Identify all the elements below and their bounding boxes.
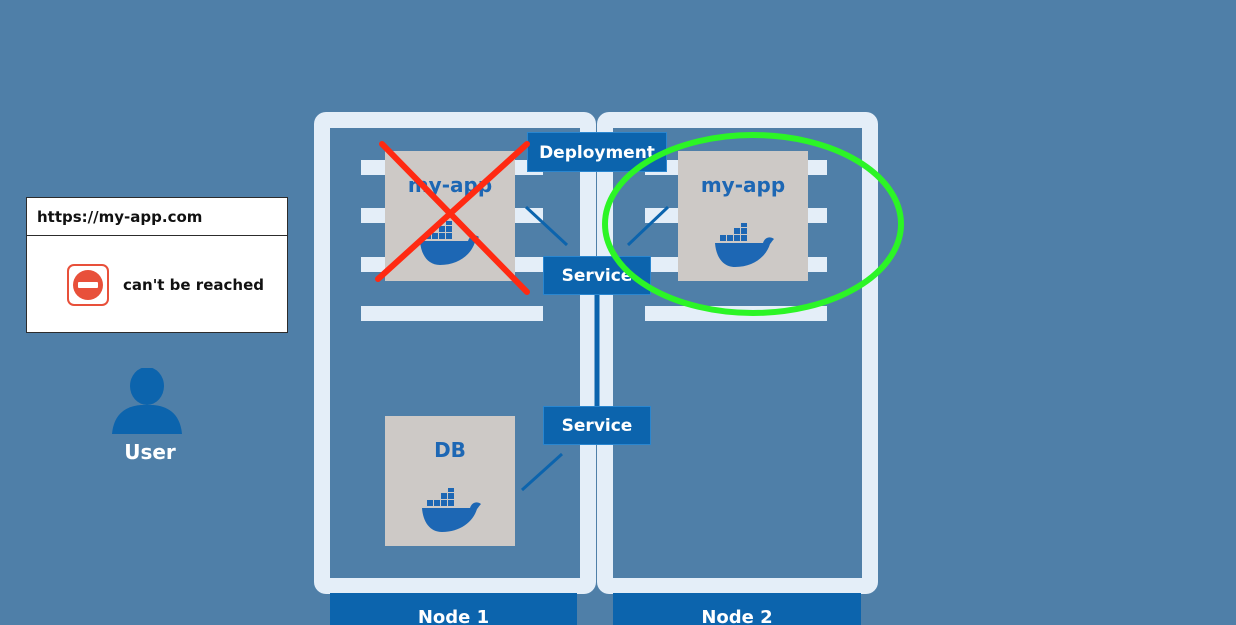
failed-app-label: my-app — [407, 173, 493, 197]
error-message: can't be reached — [123, 276, 264, 294]
node-1-rail — [361, 306, 543, 321]
node-1-label: Node 1 — [330, 593, 577, 625]
browser-window: https://my-app.com can't be reached — [26, 197, 288, 333]
deployment-tag: Deployment — [527, 132, 667, 172]
node-2-rail — [645, 306, 827, 321]
browser-url: https://my-app.com — [27, 198, 287, 236]
service-tag-app: Service — [543, 256, 651, 295]
docker-whale-icon — [420, 221, 479, 265]
user-label: User — [124, 440, 176, 464]
docker-whale-icon — [422, 488, 481, 532]
db-pod: DB — [385, 416, 515, 546]
db-label: DB — [434, 438, 466, 462]
node-1-frame — [314, 112, 596, 594]
no-entry-icon — [67, 264, 109, 306]
replica-app-pod: my-app — [678, 151, 808, 281]
replica-app-label: my-app — [700, 173, 786, 197]
node-2-label: Node 2 — [613, 593, 861, 625]
docker-whale-icon — [715, 223, 774, 267]
service-tag-db: Service — [543, 406, 651, 445]
user-icon — [112, 368, 182, 434]
failed-app-pod: my-app — [385, 151, 515, 281]
